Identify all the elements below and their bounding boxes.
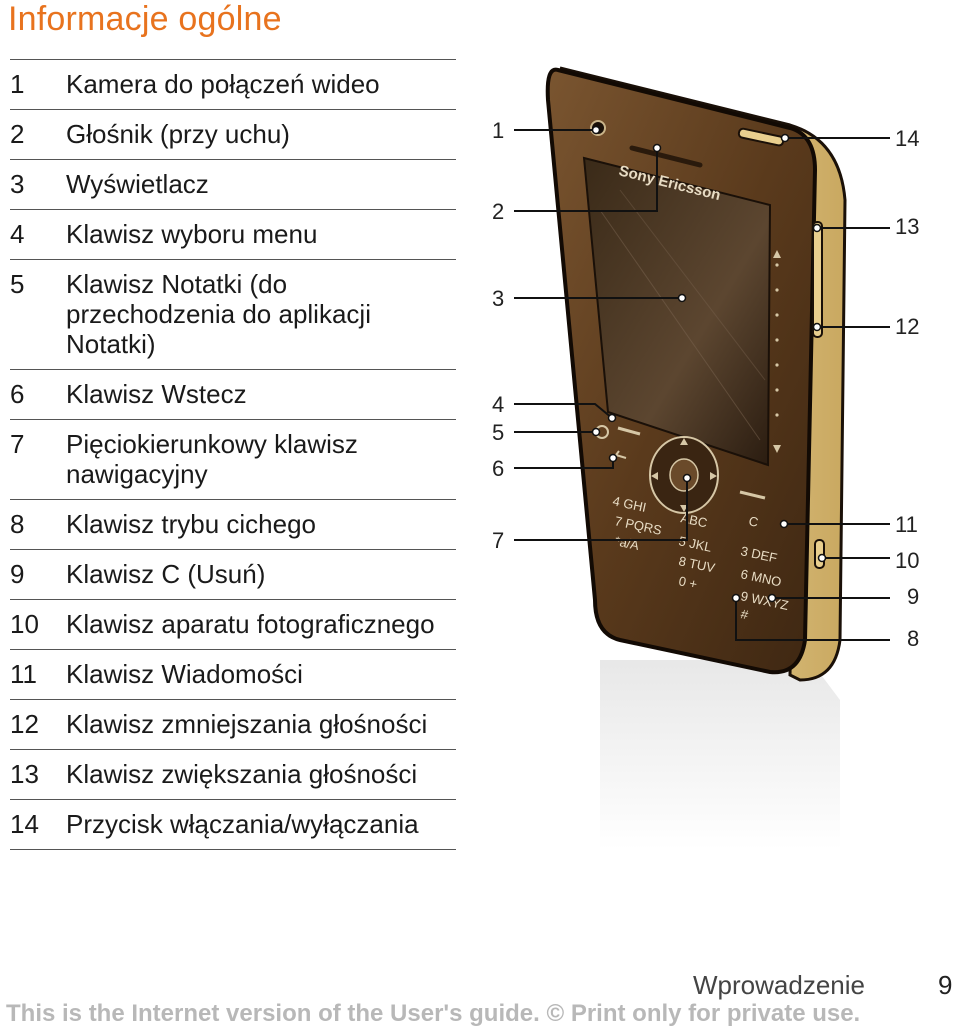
part-label: Przycisk włączania/wyłączania	[66, 809, 419, 839]
phone-illustration: Sony Ericsson 4 GHI ABC C 7 PQRS 5 JKL 3…	[492, 66, 919, 850]
callout-number: 3	[492, 286, 504, 311]
callout-number: 10	[895, 548, 919, 573]
keypad-key: 4 GHI	[611, 493, 647, 515]
keypad: 4 GHI ABC C 7 PQRS 5 JKL 3 DEF *a/A 8 TU…	[611, 493, 790, 622]
part-label: Klawisz Wstecz	[66, 379, 247, 409]
part-number: 12	[10, 709, 39, 739]
callout-number: 1	[492, 118, 504, 143]
part-row-11: 11 Klawisz Wiadomości	[10, 649, 456, 699]
part-row-6: 6 Klawisz Wstecz	[10, 369, 456, 419]
callout-number: 7	[492, 528, 504, 553]
part-row-3: 3 Wyświetlacz	[10, 159, 456, 209]
part-row-14: 14 Przycisk włączania/wyłączania	[10, 799, 456, 850]
callout-number: 5	[492, 420, 504, 445]
part-row-1: 1 Kamera do połączeń wideo	[10, 59, 456, 109]
part-label: Kamera do połączeń wideo	[66, 69, 380, 99]
part-number: 6	[10, 379, 25, 409]
watermark: This is the Internet version of the User…	[6, 1000, 861, 1027]
part-row-12: 12 Klawisz zmniejszania głośności	[10, 699, 456, 749]
callout-number: 9	[907, 584, 919, 609]
part-row-4: 4 Klawisz wyboru menu	[10, 209, 456, 259]
earpiece-speaker	[629, 145, 703, 168]
part-label: Pięciokierunkowy klawisz nawigacyjny	[66, 429, 358, 489]
volume-key	[812, 221, 823, 338]
page-number: 9	[938, 970, 953, 1000]
callout-number: 4	[492, 392, 504, 417]
part-row-5: 5 Klawisz Notatki (do przechodzenia do ap…	[10, 259, 456, 369]
part-number: 4	[10, 219, 25, 249]
part-label: Klawisz zwiększania głośności	[66, 759, 418, 789]
keypad-key: *a/A	[613, 533, 640, 553]
part-label: Klawisz C (Usuń)	[66, 559, 266, 589]
part-label: Klawisz Notatki (do przechodzenia do apl…	[66, 269, 371, 359]
callout-lines	[514, 129, 890, 641]
part-row-2: 2 Głośnik (przy uchu)	[10, 109, 456, 159]
part-number: 14	[10, 809, 39, 839]
part-number: 13	[10, 759, 39, 789]
part-number: 1	[10, 69, 25, 99]
part-label: Klawisz trybu cichego	[66, 509, 316, 539]
part-number: 2	[10, 119, 25, 149]
part-number: 11	[10, 659, 37, 689]
phone-reflection	[600, 660, 840, 850]
keypad-key: 0 +	[677, 573, 698, 592]
callout-number: 14	[895, 126, 919, 151]
part-label: Klawisz aparatu fotograficznego	[66, 609, 435, 639]
callout-number: 13	[895, 214, 919, 239]
callout-number: 11	[895, 512, 918, 537]
callout-dots	[591, 125, 827, 603]
part-row-13: 13 Klawisz zwiększania głośności	[10, 749, 456, 799]
callout-number: 12	[895, 314, 919, 339]
part-label: Klawisz wyboru menu	[66, 219, 318, 249]
part-label: Wyświetlacz	[66, 169, 209, 199]
phone-gold-edge	[559, 66, 847, 682]
part-number: 5	[10, 269, 25, 299]
part-number: 9	[10, 559, 25, 589]
part-row-7: 7 Pięciokierunkowy klawisz nawigacyjny	[10, 419, 456, 499]
part-row-10: 10 Klawisz aparatu fotograficznego	[10, 599, 456, 649]
part-row-9: 9 Klawisz C (Usuń)	[10, 549, 456, 599]
back-key-icon	[615, 450, 627, 459]
part-number: 3	[10, 169, 25, 199]
phone-diagram: Sony Ericsson 4 GHI ABC C 7 PQRS 5 JKL 3…	[470, 55, 960, 855]
keypad-key: #	[739, 606, 750, 622]
part-number: 7	[10, 429, 25, 459]
part-label: Głośnik (przy uchu)	[66, 119, 290, 149]
part-label: Klawisz Wiadomości	[66, 659, 303, 689]
part-row-8: 8 Klawisz trybu cichego	[10, 499, 456, 549]
part-label: Klawisz zmniejszania głośności	[66, 709, 428, 739]
callout-number: 8	[907, 626, 919, 651]
section-name: Wprowadzenie	[693, 970, 865, 1000]
keypad-key: C	[747, 513, 759, 530]
callout-number: 6	[492, 456, 504, 481]
part-number: 10	[10, 609, 39, 639]
screen-side-marks	[773, 250, 781, 453]
page-title: Informacje ogólne	[8, 0, 282, 38]
part-number: 8	[10, 509, 25, 539]
callout-number: 2	[492, 199, 504, 224]
parts-list: 1 Kamera do połączeń wideo 2 Głośnik (przy…	[10, 59, 456, 850]
